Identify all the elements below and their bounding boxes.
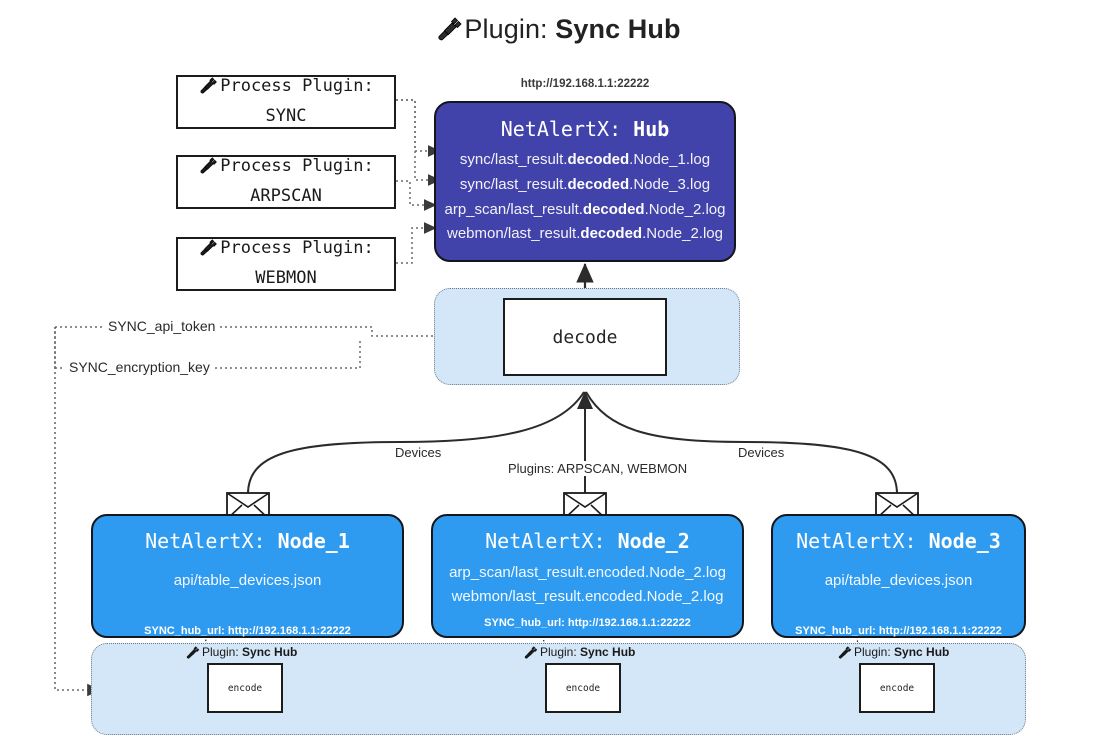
node-resource-line: webmon/last_result.encoded.Node_2.log <box>451 588 724 605</box>
plug-icon <box>198 156 218 182</box>
node-box-node-2[interactable]: NetAlertX: Node_2 arp_scan/last_result.e… <box>431 514 744 638</box>
encoder-caption: Plugin: Sync Hub <box>523 645 635 662</box>
plug-icon <box>198 76 218 102</box>
process-plugin-name: ARPSCAN <box>250 185 322 206</box>
edge-label-devices-left: Devices <box>392 445 445 460</box>
encode-box-node-3[interactable]: encode <box>859 663 935 713</box>
process-plugin-label: Process Plugin: <box>220 156 374 177</box>
node-resource-line: arp_scan/last_result.encoded.Node_2.log <box>449 564 726 581</box>
encoder-caption: Plugin: Sync Hub <box>185 645 297 662</box>
title-prefix: Plugin: <box>464 14 556 44</box>
node-resource-line: api/table_devices.json <box>173 572 322 589</box>
plug-icon <box>198 238 218 264</box>
edge-label-plugins-center: Plugins: ARPSCAN, WEBMON <box>505 461 691 476</box>
plug-icon <box>185 646 200 662</box>
process-plugin-name: SYNC <box>265 105 307 126</box>
title-name: Sync Hub <box>555 14 681 44</box>
node-hub-url-label: SYNC_hub_url: http://192.168.1.1:22222 <box>144 625 351 637</box>
node-title: NetAlertX: Node_2 <box>485 529 690 553</box>
plug-icon <box>837 646 852 662</box>
plug-icon <box>523 646 538 662</box>
plug-icon <box>436 17 462 48</box>
hub-box[interactable]: NetAlertX: Hub sync/last_result.decoded.… <box>434 101 736 262</box>
node-hub-url-label: SYNC_hub_url: http://192.168.1.1:22222 <box>484 617 691 629</box>
hub-title-prefix: NetAlertX: <box>500 117 634 141</box>
sync-api-token-label: SYNC_api_token <box>104 318 220 334</box>
hub-log-line: sync/last_result.decoded.Node_1.log <box>459 151 711 168</box>
process-plugin-arpscan[interactable]: Process Plugin: ARPSCAN <box>176 155 396 209</box>
process-plugin-label: Process Plugin: <box>220 238 374 259</box>
process-plugin-webmon[interactable]: Process Plugin: WEBMON <box>176 237 396 291</box>
node-hub-url-label: SYNC_hub_url: http://192.168.1.1:22222 <box>795 625 1002 637</box>
edge-label-devices-right: Devices <box>735 445 788 460</box>
node-title: NetAlertX: Node_1 <box>145 529 350 553</box>
sync-encryption-key-label: SYNC_encryption_key <box>65 359 214 375</box>
hub-url-label: http://192.168.1.1:22222 <box>520 78 650 90</box>
process-plugin-label: Process Plugin: <box>220 76 374 97</box>
hub-log-line: webmon/last_result.decoded.Node_2.log <box>447 225 723 243</box>
node-title: NetAlertX: Node_3 <box>796 529 1001 553</box>
process-plugin-sync[interactable]: Process Plugin: SYNC <box>176 75 396 129</box>
encoder-caption: Plugin: Sync Hub <box>837 645 949 662</box>
encode-box-node-1[interactable]: encode <box>207 663 283 713</box>
node-box-node-1[interactable]: NetAlertX: Node_1 api/table_devices.json… <box>91 514 404 638</box>
hub-title-name: Hub <box>633 117 670 141</box>
hub-log-line: sync/last_result.decoded.Node_3.log <box>459 175 711 193</box>
process-plugin-name: WEBMON <box>255 267 317 288</box>
encode-box-node-2[interactable]: encode <box>545 663 621 713</box>
page-title: Plugin: Sync Hub <box>0 14 1117 48</box>
hub-title: NetAlertX: Hub <box>436 117 734 141</box>
node-box-node-3[interactable]: NetAlertX: Node_3 api/table_devices.json… <box>771 514 1026 638</box>
hub-log-line: arp_scan/last_result.decoded.Node_2.log <box>444 200 726 218</box>
node-resource-line: api/table_devices.json <box>824 572 973 589</box>
decode-box[interactable]: decode <box>503 298 667 376</box>
